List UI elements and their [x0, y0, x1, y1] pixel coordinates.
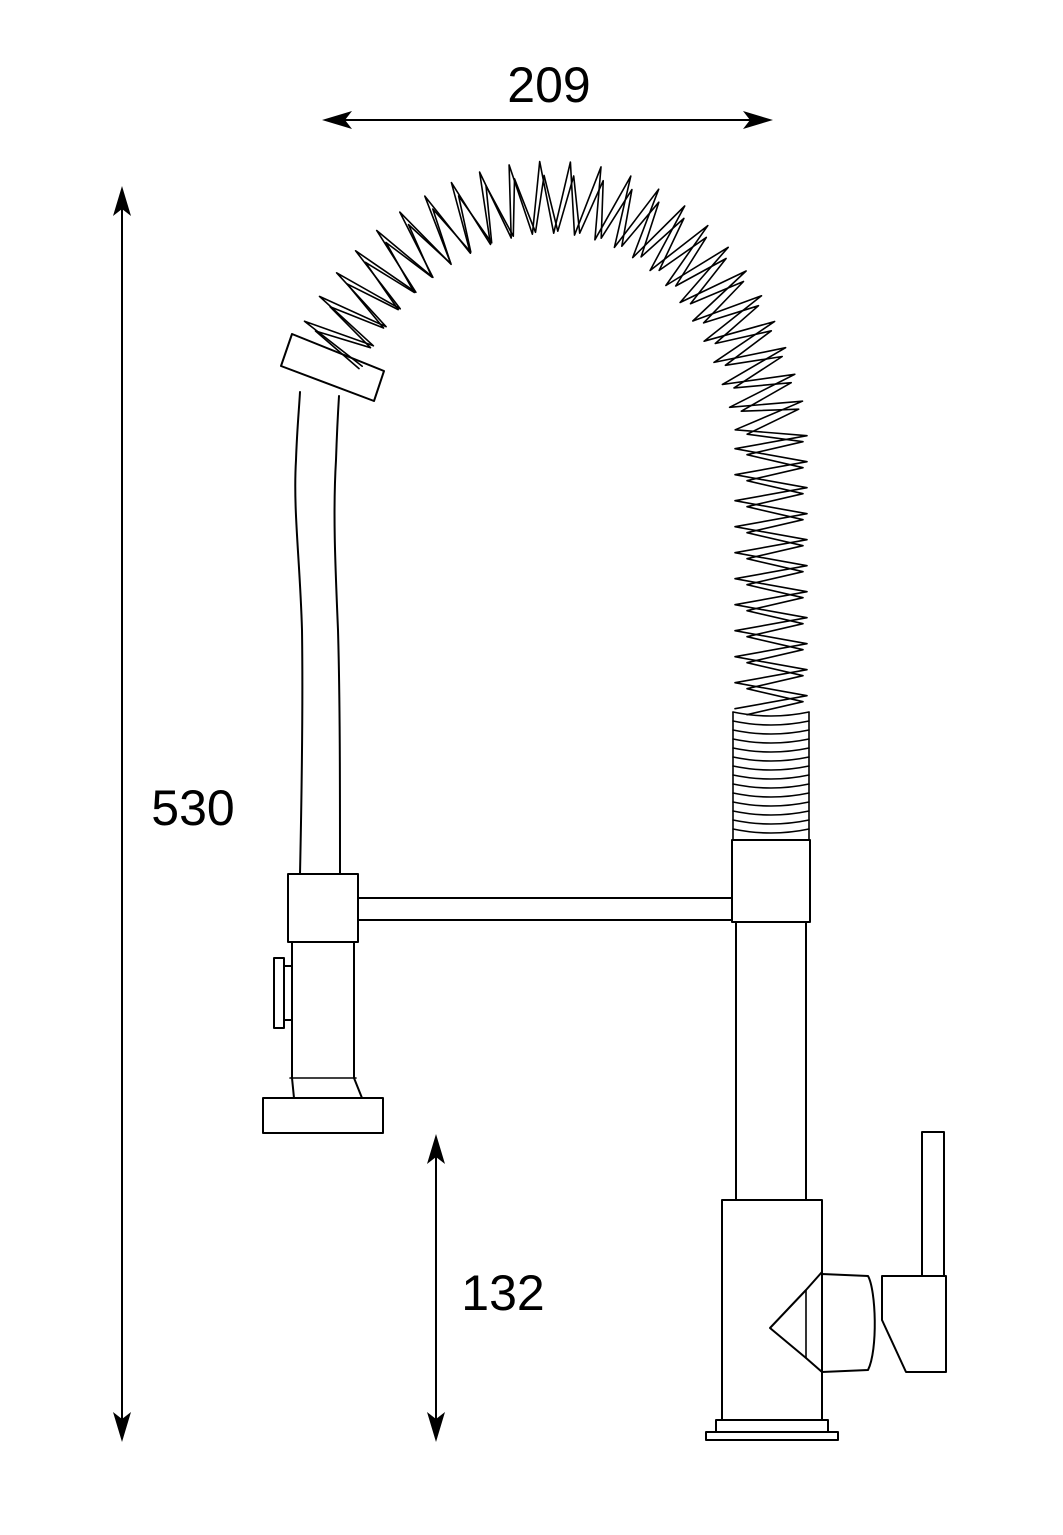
coil-tight-winding: [732, 720, 810, 726]
lever-stick: [921, 1131, 945, 1277]
support-bar: [357, 897, 733, 921]
spray-head-body: [291, 941, 363, 1099]
coil-tight-winding: [732, 819, 810, 825]
spout-height-arrow-bottom: [427, 1412, 445, 1442]
lever-hub: [821, 1273, 876, 1373]
hose-right-edge: [333, 395, 341, 875]
coil-spring-outline: [303, 160, 808, 710]
coil-spring-tight-section: [732, 711, 810, 841]
coil-tight-winding: [732, 810, 810, 816]
lever-hub-cap: [769, 1271, 823, 1373]
hose-left-edge: [294, 391, 304, 875]
width-dimension-label: 209: [507, 57, 590, 113]
coil-tight-winding: [732, 792, 810, 798]
base-ring: [715, 1419, 829, 1433]
coil-tight-winding: [732, 747, 810, 753]
coil-tight-winding: [732, 765, 810, 771]
coil-tight-winding: [732, 801, 810, 807]
main-column: [735, 921, 807, 1201]
spray-mode-button: [273, 957, 285, 1029]
spray-nozzle: [262, 1097, 384, 1134]
width-arrow-right: [743, 111, 773, 129]
coil-tight-winding: [732, 729, 810, 735]
lever-arm: [881, 1275, 947, 1373]
height-arrow-top: [113, 186, 131, 216]
spout-height-dimension: 132: [427, 1134, 545, 1442]
height-dimension-label: 530: [151, 780, 234, 836]
faucet-body: [262, 160, 947, 1441]
spray-clamp: [287, 873, 359, 943]
coil-spring-inner: [314, 174, 804, 716]
coil-tight-winding: [732, 774, 810, 780]
height-arrow-bottom: [113, 1412, 131, 1442]
height-dimension: 530: [113, 186, 235, 1442]
coil-tight-winding: [732, 828, 810, 834]
width-arrow-left: [322, 111, 352, 129]
spout-height-dimension-label: 132: [461, 1265, 544, 1321]
coil-tight-winding: [732, 738, 810, 744]
spray-mode-button-inner: [283, 965, 293, 1021]
base-plate: [705, 1431, 839, 1441]
width-dimension: 209: [322, 57, 773, 129]
spout-height-arrow-top: [427, 1134, 445, 1164]
column-collar: [731, 839, 811, 923]
coil-tight-winding: [732, 756, 810, 762]
coil-tight-winding: [732, 783, 810, 789]
coil-tight-winding: [732, 711, 810, 717]
